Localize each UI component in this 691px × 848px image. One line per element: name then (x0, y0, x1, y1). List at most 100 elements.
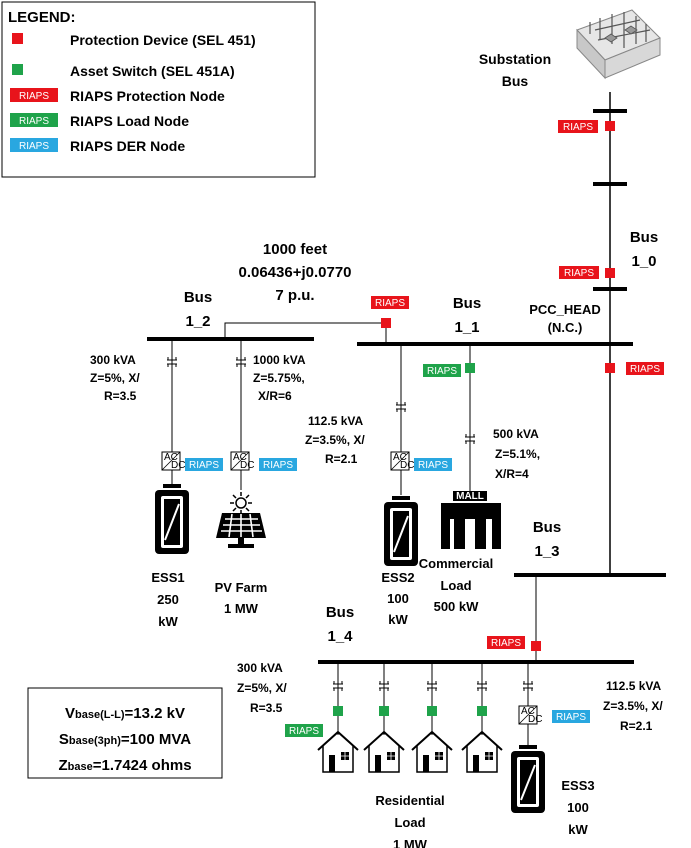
sbase-value: Sbase(3ph)=100 MVA (59, 731, 191, 748)
svg-text:DC: DC (171, 460, 185, 471)
svg-text:AC: AC (164, 452, 178, 463)
line-length-label: 1000 feet (263, 241, 327, 258)
pv-converter-icon: AC DC (230, 451, 254, 471)
solar-panel-icon (216, 492, 266, 548)
ess2-riaps-tag: RIAPS (414, 458, 452, 471)
ess1-capacity: 250 (157, 592, 179, 607)
commercial-load-label: Commercial (419, 556, 493, 571)
bus-1-1-riaps-tag: RIAPS (626, 362, 664, 375)
bus-1-3-protection-device (531, 641, 541, 651)
residential-riaps-tag: RIAPS (285, 724, 323, 737)
residential-load-label-2: Load (394, 815, 425, 830)
ess3-capacity: 100 (567, 800, 589, 815)
svg-text:RIAPS: RIAPS (19, 141, 49, 152)
bus-1-3-riaps-tag: RIAPS (487, 636, 525, 649)
pcc-head-status: (N.C.) (548, 320, 583, 335)
legend-riaps-der-tag: RIAPS (10, 138, 58, 152)
ess3-label: ESS3 (561, 778, 594, 793)
line-protection-device (381, 318, 391, 328)
pcc-head-label: PCC_HEAD (529, 302, 601, 317)
house-icon (363, 730, 405, 773)
residential-branch-3 (411, 662, 453, 773)
residential-load-label: Residential (375, 793, 444, 808)
svg-text:RIAPS: RIAPS (189, 460, 219, 471)
ess1-battery-icon (155, 484, 189, 554)
line-1-2-to-1-1 (224, 322, 387, 344)
residential-transformer-icon (477, 681, 487, 691)
svg-text:RIAPS: RIAPS (564, 268, 594, 279)
bus-1-4-label-line1: Bus (326, 604, 354, 621)
bus-1-0-label-line2: 1_0 (631, 253, 656, 270)
svg-text:RIAPS: RIAPS (375, 298, 405, 309)
ess3-xfmr-impedance: Z=3.5%, X/ (603, 699, 663, 713)
ess1-label: ESS1 (151, 570, 184, 585)
ess1-converter-icon: AC DC (161, 451, 185, 471)
svg-text:DC: DC (528, 714, 542, 725)
legend-protection-device: Protection Device (SEL 451) (70, 32, 256, 48)
bus-1-1-label-line2: 1_1 (454, 319, 479, 336)
residential-load-capacity: 1 MW (393, 837, 428, 848)
residential-asset-switch (477, 706, 487, 716)
ess2-converter-icon: AC DC (390, 451, 414, 471)
pv-xfmr-impedance: Z=5.75%, (253, 371, 305, 385)
substation-protection-device (605, 121, 615, 131)
ess3-xfmr-xr: R=2.1 (620, 719, 653, 733)
residential-branch-4 (461, 662, 503, 773)
ess3-unit: kW (568, 822, 588, 837)
ess2-xfmr-xr: R=2.1 (325, 452, 358, 466)
substation-label-line2: Bus (502, 73, 529, 89)
vbase-value: Vbase(L-L)=13.2 kV (65, 705, 185, 722)
house-icon (317, 730, 359, 773)
svg-text:AC: AC (233, 452, 247, 463)
ess2-transformer-icon (396, 402, 406, 412)
pv-farm-label: PV Farm (215, 580, 268, 595)
svg-text:AC: AC (521, 706, 535, 717)
pv-transformer-icon (236, 357, 246, 367)
ess3-branch: AC DC RIAPS (511, 662, 590, 813)
base-values-box: Vbase(L-L)=13.2 kV Sbase(3ph)=100 MVA Zb… (27, 687, 223, 779)
bus-1-3-label-line1: Bus (533, 519, 561, 536)
ess1-xfmr-impedance: Z=5%, X/ (90, 371, 140, 385)
bus-1-0-protection-device (605, 268, 615, 278)
residential-asset-switch (379, 706, 389, 716)
residential-xfmr-rating: 300 kVA (237, 661, 283, 675)
ess3-xfmr-rating: 112.5 kVA (606, 679, 661, 693)
line-impedance-label: 0.06436+j0.0770 (238, 264, 351, 281)
legend-riaps-protection-tag: RIAPS (10, 88, 58, 102)
bus-1-0-riaps-tag: RIAPS (559, 266, 599, 279)
svg-text:RIAPS: RIAPS (289, 726, 319, 737)
ess1-riaps-tag: RIAPS (185, 458, 223, 471)
residential-branch-1 (317, 662, 359, 773)
house-icon (461, 730, 503, 773)
commercial-load-capacity: 500 kW (434, 599, 480, 614)
bus-1-1-protection-device (605, 363, 615, 373)
ess3-battery-icon (511, 745, 545, 813)
substation-riaps-tag: RIAPS (558, 120, 598, 133)
legend: LEGEND: Protection Device (SEL 451) Asse… (1, 1, 316, 178)
zbase-value: Zbase=1.7424 ohms (58, 757, 191, 774)
commercial-riaps-tag: RIAPS (423, 364, 461, 377)
pv-riaps-tag: RIAPS (259, 458, 297, 471)
svg-text:RIAPS: RIAPS (418, 460, 448, 471)
svg-text:RIAPS: RIAPS (491, 638, 521, 649)
ess2-xfmr-rating: 112.5 kVA (308, 414, 363, 428)
bus-1-3-label-line2: 1_3 (534, 543, 559, 560)
ess1-transformer-icon (167, 357, 177, 367)
bus-1-0-label-line1: Bus (630, 229, 658, 246)
bus-1-2-label-line2: 1_2 (185, 313, 210, 330)
commercial-asset-switch (465, 363, 475, 373)
ess3-riaps-tag: RIAPS (552, 710, 590, 723)
ess3-transformer-icon (523, 681, 533, 691)
pv-xfmr-rating: 1000 kVA (253, 353, 306, 367)
legend-title: LEGEND: (8, 9, 76, 26)
legend-riaps-load-tag: RIAPS (10, 113, 58, 127)
ess2-capacity: 100 (387, 591, 409, 606)
line-riaps-tag: RIAPS (371, 296, 409, 309)
svg-text:RIAPS: RIAPS (19, 91, 49, 102)
bus-1-1-label-line1: Bus (453, 295, 481, 312)
bus-1-2-label-line1: Bus (184, 289, 212, 306)
residential-branch-2 (363, 662, 405, 773)
bus-1-4-label-line2: 1_4 (327, 628, 353, 645)
